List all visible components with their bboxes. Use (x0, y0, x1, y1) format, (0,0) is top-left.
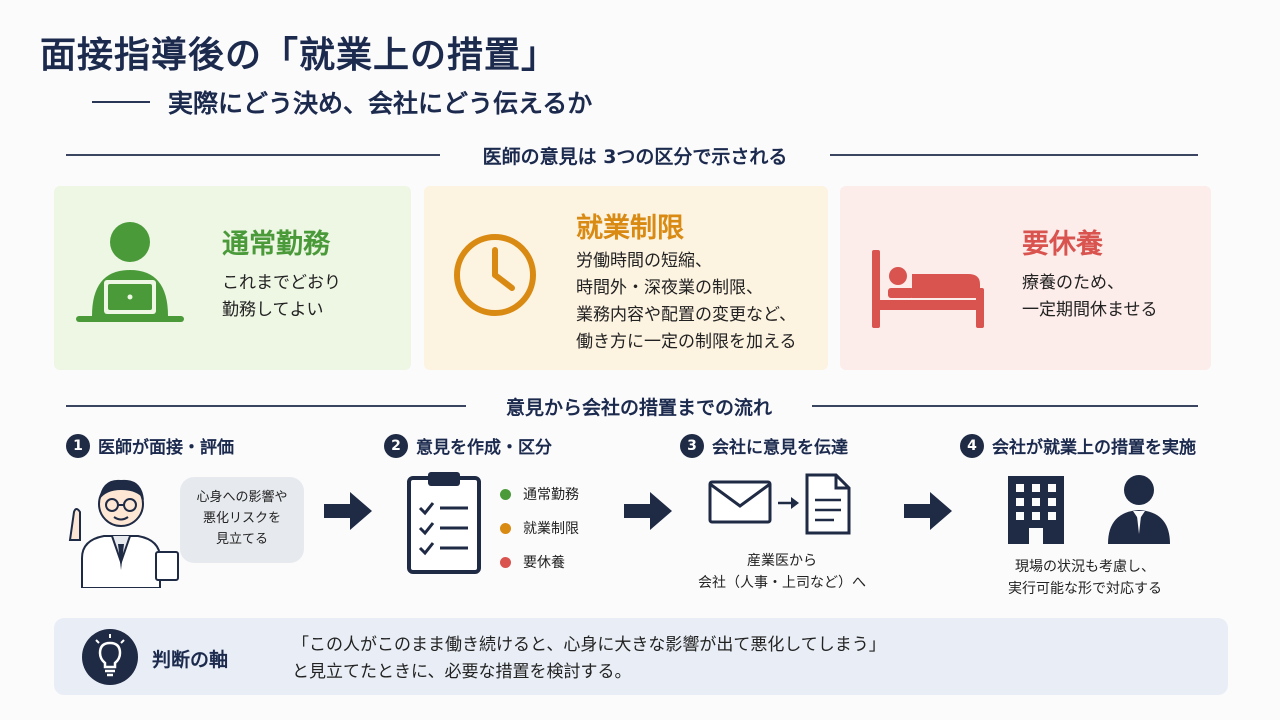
judgment-line: と見立てたときに、必要な措置を検討する。 (292, 662, 632, 682)
doctor-icon (68, 479, 179, 588)
red-dot-icon (500, 556, 511, 568)
step-3-heading: 3 会社に意見を伝達 (680, 433, 848, 458)
card-heading-normal: 通常勤務 (222, 229, 330, 260)
judgment-line: 「この人がこのまま働き続けると、心身に大きな影響が出て悪化してしまう」 (292, 635, 886, 655)
lightbulb-icon (95, 634, 125, 677)
person-laptop-icon (76, 222, 184, 322)
step-label: 医師が面接・評価 (98, 438, 234, 458)
caption-line: 会社（人事・上司など）へ (698, 575, 866, 591)
step-label: 会社が就業上の措置を実施 (992, 438, 1196, 458)
legend-item: 通常勤務 (500, 484, 579, 504)
section-divider-right (830, 154, 1198, 156)
card-line: 働き方に一定の制限を加える (576, 332, 797, 352)
card-line: 一定期間休ませる (1022, 300, 1158, 320)
section-divider-right (812, 405, 1198, 407)
arrow-right-icon (624, 492, 672, 530)
caption-line: 現場の状況も考慮し、 (1015, 559, 1155, 575)
caption-line: 産業医から (747, 553, 817, 569)
card-line: これまでどおり (222, 273, 341, 293)
document-icon (805, 473, 851, 535)
card-line: 労働時間の短縮、 (576, 251, 712, 271)
caption-line: 実行可能な形で対応する (1008, 581, 1162, 597)
legend-label: 要休養 (523, 555, 565, 571)
category-legend: 通常勤務 就業制限 要休養 (500, 484, 579, 572)
flow-section-title: 意見から会社の措置までの流れ (505, 397, 772, 419)
arrow-right-icon (324, 492, 372, 530)
step-4-caption: 現場の状況も考慮し、 実行可能な形で対応する (980, 556, 1190, 600)
legend-label: 通常勤務 (523, 487, 579, 503)
arrow-right-icon (904, 492, 952, 530)
step-1-heading: 1 医師が面接・評価 (66, 433, 234, 458)
card-text-normal: これまでどおり 勤務してよい (222, 270, 341, 324)
businessperson-icon (1108, 475, 1170, 544)
step-number: 1 (66, 433, 90, 458)
orange-dot-icon (500, 522, 511, 534)
judgment-label: 判断の軸 (152, 649, 229, 671)
clock-icon (454, 234, 536, 316)
categories-section-title: 医師の意見は 3つの区分で示される (482, 146, 788, 168)
card-line: 業務内容や配置の変更など、 (576, 305, 797, 325)
legend-item: 要休養 (500, 552, 579, 572)
step-number: 4 (960, 433, 984, 458)
step-number: 3 (680, 433, 704, 458)
building-icon (1008, 476, 1064, 544)
card-heading-restriction: 就業制限 (576, 213, 684, 244)
card-line: 勤務してよい (222, 300, 324, 320)
bubble-line: 見立てる (215, 532, 268, 547)
clipboard-icon (407, 472, 481, 574)
green-dot-icon (500, 488, 511, 500)
judgment-text: 「この人がこのまま働き続けると、心身に大きな影響が出て悪化してしまう」 と見立て… (292, 632, 886, 686)
judgment-box (54, 618, 1228, 695)
card-text-restriction: 労働時間の短縮、 時間外・深夜業の制限、 業務内容や配置の変更など、 働き方に一… (576, 248, 797, 356)
card-work-restriction (424, 186, 828, 370)
subtitle-dash (92, 101, 150, 103)
step-2-heading: 2 意見を作成・区分 (384, 433, 552, 458)
card-line: 時間外・深夜業の制限、 (576, 278, 763, 298)
bed-icon (872, 250, 984, 328)
card-line: 療養のため、 (1022, 273, 1124, 293)
legend-label: 就業制限 (523, 521, 579, 537)
legend-item: 就業制限 (500, 518, 579, 538)
card-heading-rest: 要休養 (1022, 229, 1103, 260)
step-number: 2 (384, 433, 408, 458)
speech-bubble: 心身への影響や 悪化リスクを 見立てる (180, 477, 304, 563)
bubble-line: 悪化リスクを (202, 511, 281, 526)
section-divider-left (66, 405, 466, 407)
step-4-heading: 4 会社が就業上の措置を実施 (960, 433, 1196, 458)
card-text-rest: 療養のため、 一定期間休ませる (1022, 270, 1158, 324)
lightbulb-badge (82, 629, 138, 685)
step-label: 意見を作成・区分 (416, 438, 552, 458)
section-divider-left (66, 154, 440, 156)
envelope-icon (708, 480, 772, 524)
page-subtitle: 実際にどう決め、会社にどう伝えるか (168, 89, 593, 118)
page-title: 面接指導後の「就業上の措置」 (40, 35, 559, 76)
bubble-line: 心身への影響や (196, 490, 288, 505)
step-3-caption: 産業医から 会社（人事・上司など）へ (672, 550, 892, 594)
step-label: 会社に意見を伝達 (712, 438, 848, 458)
small-arrow-icon (778, 497, 799, 509)
